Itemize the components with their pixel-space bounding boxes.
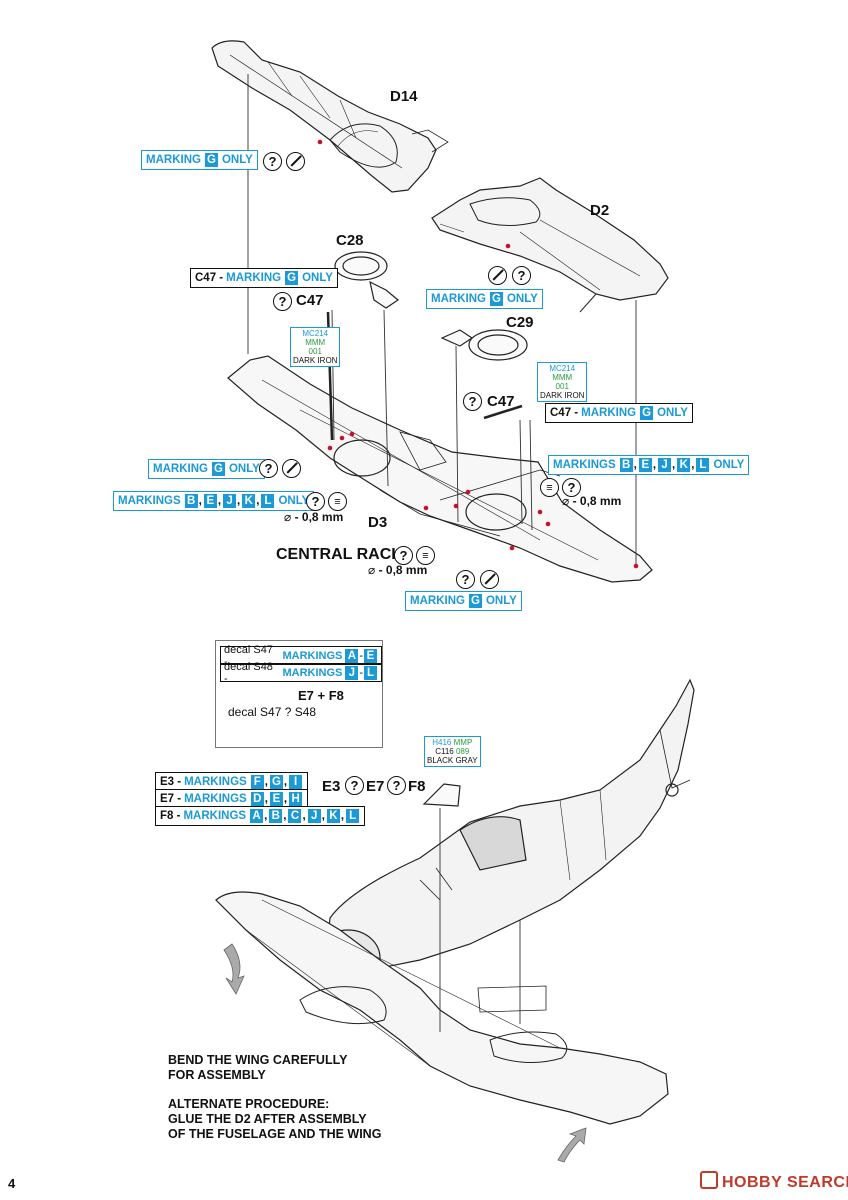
lower-wing-drawing bbox=[215, 891, 669, 1125]
part-label-c47: C47 bbox=[487, 393, 515, 410]
no-open-hole-icon bbox=[286, 152, 305, 171]
paint-callout-black-gray: H416 MMP C116 089 BLACK GRAY bbox=[424, 736, 481, 767]
central-rack-label: CENTRAL RACK bbox=[276, 546, 403, 563]
drill-icon: ≡ bbox=[328, 492, 347, 511]
part-label-d14: D14 bbox=[390, 88, 418, 105]
note-bend-line2: FOR ASSEMBLY bbox=[168, 1068, 266, 1082]
part-label-c28: C28 bbox=[336, 232, 364, 249]
question-icon: ? bbox=[387, 776, 406, 795]
choice-e3: E3 bbox=[322, 778, 341, 795]
question-icon: ? bbox=[463, 392, 482, 411]
question-icon: ? bbox=[512, 266, 531, 285]
drill-size-right: ⌀ - 0,8 mm bbox=[562, 494, 622, 508]
note-alt-line1: ALTERNATE PROCEDURE: bbox=[168, 1097, 330, 1111]
question-icon: ? bbox=[259, 459, 278, 478]
no-open-hole-icon bbox=[480, 570, 499, 589]
question-icon: ? bbox=[263, 152, 282, 171]
paint-callout-dark-iron: MC214 MMM 001 DARK IRON bbox=[537, 362, 588, 402]
d2-wing-drawing bbox=[431, 177, 669, 301]
part-label-c29: C29 bbox=[506, 314, 534, 331]
part-label-e7-f8: E7 + F8 bbox=[298, 688, 344, 703]
e7-markings-tag: E7 -MARKINGS D, E, H bbox=[155, 789, 309, 809]
note-alt-line3: OF THE FUSELAGE AND THE WING bbox=[168, 1127, 382, 1141]
drill-icon: ≡ bbox=[416, 546, 435, 565]
note-bend-line1: BEND THE WING CAREFULLY bbox=[168, 1053, 348, 1067]
part-label-d2: D2 bbox=[590, 202, 610, 219]
drill-size-central: ⌀ - 0,8 mm bbox=[368, 563, 428, 577]
note-alt-line2: GLUE THE D2 AFTER ASSEMBLY bbox=[168, 1112, 367, 1126]
markings-bejkl-only-tag: MARKINGS B, E, J, K, L ONLY bbox=[113, 491, 315, 511]
drill-size-left: ⌀ - 0,8 mm bbox=[284, 510, 344, 524]
page-number: 4 bbox=[8, 1176, 16, 1191]
decal-choice-label: decal S47 ? S48 bbox=[228, 705, 317, 719]
markings-bejkl-only-tag: MARKINGS B, E, J, K, L ONLY bbox=[548, 455, 750, 475]
e-part-drawing bbox=[422, 783, 461, 807]
hobby-search-logo-icon bbox=[700, 1171, 718, 1189]
bend-arrow-left bbox=[223, 943, 245, 995]
part-label-c47: C47 bbox=[296, 292, 324, 309]
no-open-hole-icon bbox=[488, 266, 507, 285]
paint-callout-dark-iron: MC214 MMM 001 DARK IRON bbox=[290, 327, 341, 367]
no-open-hole-icon bbox=[282, 459, 301, 478]
question-icon: ? bbox=[456, 570, 475, 589]
question-icon: ? bbox=[273, 292, 292, 311]
part-label-d3: D3 bbox=[368, 514, 388, 531]
choice-f8: F8 bbox=[408, 778, 426, 795]
f8-markings-tag: F8 -MARKINGS A, B, C, J, K, L bbox=[155, 806, 366, 826]
question-icon: ? bbox=[345, 776, 364, 795]
choice-e7: E7 bbox=[366, 778, 385, 795]
question-icon: ? bbox=[394, 546, 413, 565]
decal-s47-row: decal S47 -MARKINGS A-E bbox=[220, 644, 382, 668]
question-icon: ? bbox=[562, 478, 581, 497]
c28-ring-drawing bbox=[334, 251, 388, 281]
drill-icon: ≡ bbox=[540, 478, 559, 497]
decal-s48-row: decal S48 -MARKINGS J-L bbox=[220, 661, 382, 685]
question-icon: ? bbox=[306, 492, 325, 511]
decal-inset-box: decal S47 -MARKINGS A-E decal S48 -MARKI… bbox=[215, 640, 383, 748]
bend-arrow-right bbox=[557, 1127, 587, 1163]
hobby-search-watermark: HOBBY SEARCH bbox=[700, 1171, 848, 1192]
